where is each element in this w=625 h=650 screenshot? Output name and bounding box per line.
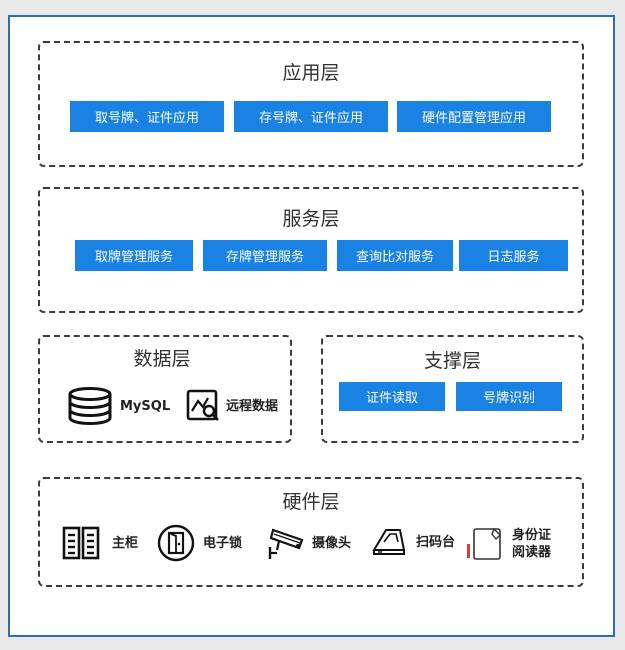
cabinet-item: 主柜 — [62, 526, 138, 560]
id-reader-label-line1: 身份证 — [512, 528, 552, 543]
lock-item: 电子锁 — [157, 524, 242, 562]
application-layer-title: 应用层 — [282, 62, 340, 84]
data-layer-title: 数据层 — [133, 348, 191, 370]
hardware-config-app: 硬件配置管理应用 — [397, 101, 551, 132]
support-layer-title: 支撑层 — [423, 350, 481, 372]
hardware-layer: 硬件层 主柜 — [38, 477, 584, 587]
take-plate-service: 取牌管理服务 — [75, 240, 193, 271]
service-layer-title: 服务层 — [282, 208, 340, 230]
database-icon — [68, 387, 112, 425]
remote-data-icon — [186, 389, 222, 423]
query-compare-service: 查询比对服务 — [337, 240, 453, 271]
scanner-label: 扫码台 — [416, 534, 456, 550]
diagram-frame: 应用层 取号牌、证件应用 存号牌、证件应用 硬件配置管理应用 服务层 取牌管理服… — [8, 15, 615, 637]
plate-recognition-button: 号牌识别 — [456, 382, 562, 411]
camera-label: 摄像头 — [312, 535, 352, 551]
take-plate-id-app: 取号牌、证件应用 — [70, 101, 224, 132]
id-reader-item: 身份证 阅读器 — [466, 525, 551, 563]
id-reader-label: 身份证 阅读器 — [512, 527, 551, 561]
lock-label: 电子锁 — [203, 535, 243, 551]
id-reading-button: 证件读取 — [339, 382, 445, 411]
scanner-item: 扫码台 — [370, 524, 455, 560]
scanner-icon — [370, 524, 410, 560]
remote-data-label: 远程数据 — [226, 398, 279, 414]
support-layer: 支撑层 证件读取 号牌识别 — [321, 335, 584, 443]
mysql-label: MySQL — [120, 398, 171, 414]
store-plate-service: 存牌管理服务 — [203, 240, 327, 271]
id-reader-icon — [466, 525, 510, 563]
mysql-item: MySQL — [68, 387, 170, 425]
cabinet-icon — [62, 526, 100, 560]
service-layer: 服务层 取牌管理服务 存牌管理服务 查询比对服务 日志服务 — [38, 187, 584, 313]
camera-icon — [266, 525, 306, 561]
lock-icon — [157, 524, 195, 562]
id-reader-label-line2: 阅读器 — [512, 545, 552, 560]
log-service: 日志服务 — [459, 240, 568, 271]
data-layer: 数据层 MySQL 远程数据 — [38, 335, 292, 443]
hardware-layer-title: 硬件层 — [282, 491, 340, 513]
remote-data-item: 远程数据 — [186, 389, 278, 423]
store-plate-id-app: 存号牌、证件应用 — [234, 101, 388, 132]
application-layer: 应用层 取号牌、证件应用 存号牌、证件应用 硬件配置管理应用 — [38, 41, 584, 167]
camera-item: 摄像头 — [266, 525, 351, 561]
cabinet-label: 主柜 — [112, 535, 139, 551]
